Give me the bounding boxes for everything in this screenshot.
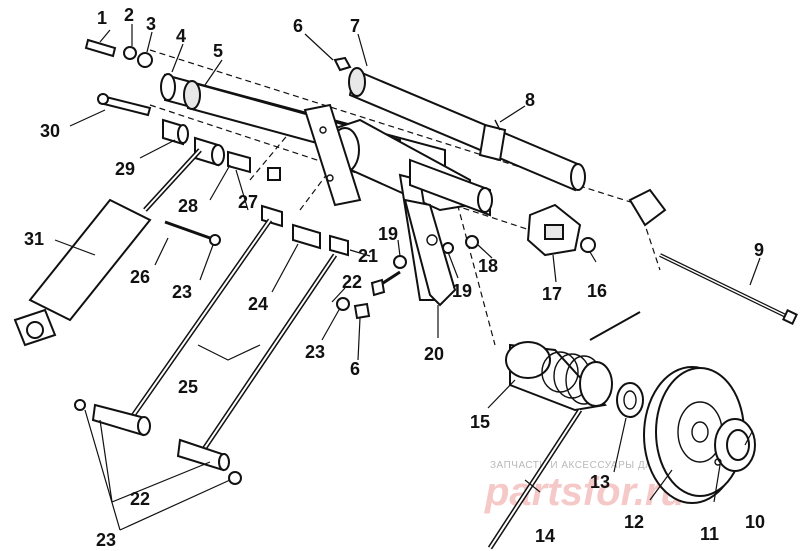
rod-part-14	[487, 408, 583, 550]
callout-18: 18	[478, 256, 498, 276]
callout-10: 10	[745, 512, 765, 532]
callout-27: 27	[238, 192, 258, 212]
callout-6-bottom: 6	[350, 359, 360, 379]
washer-part-13	[616, 382, 644, 418]
watermark-caption: ЗАПЧАСТИ И АКСЕССУАРЫ ДЛЯ МОТОТЕХНИКИ	[490, 460, 745, 471]
callout-17: 17	[542, 284, 562, 304]
callout-23-mid: 23	[305, 342, 325, 362]
callout-31: 31	[24, 229, 44, 249]
small-bolt-part-21	[336, 270, 401, 320]
callout-13: 13	[590, 472, 610, 492]
callout-30: 30	[40, 121, 60, 141]
callout-19-right: 19	[452, 281, 472, 301]
long-bolt-part-9	[659, 253, 798, 325]
callout-15: 15	[470, 412, 490, 432]
callout-25: 25	[178, 377, 198, 397]
bearing-part-10-11	[714, 418, 756, 472]
leader-lines	[54, 24, 761, 531]
callout-3: 3	[146, 14, 156, 34]
callout-24: 24	[248, 294, 268, 314]
callout-28: 28	[178, 196, 198, 216]
callout-26: 26	[130, 267, 150, 287]
bracket-part-20	[403, 198, 457, 307]
shock-absorber-part-31	[13, 148, 202, 347]
callout-20: 20	[424, 344, 444, 364]
callout-4: 4	[176, 26, 186, 46]
spring-part-15	[505, 311, 641, 412]
callout-23-left: 23	[172, 282, 192, 302]
callout-21: 21	[358, 246, 378, 266]
callout-11: 11	[700, 524, 719, 544]
block-part-17	[526, 203, 582, 257]
callout-14: 14	[535, 526, 555, 546]
callout-1: 1	[97, 8, 107, 28]
callout-29: 29	[115, 159, 135, 179]
callout-labels: 1 2 3 4 5 6 7 8 9 10 11 12 13 14 15 16 1…	[24, 5, 765, 550]
callout-19-left: 19	[378, 224, 398, 244]
link-rods-part-25	[74, 218, 338, 485]
bolt-part-26	[164, 220, 221, 246]
callout-9: 9	[754, 240, 764, 260]
callout-23-bottom: 23	[96, 530, 116, 550]
callout-22-mid: 22	[342, 272, 362, 292]
suspension-arm-frame	[303, 103, 493, 301]
callout-22-lower-a: 22	[130, 489, 150, 509]
callout-5: 5	[213, 41, 223, 61]
rear-cross-shaft-part-7	[348, 67, 586, 192]
right-end-bracket	[494, 119, 667, 227]
callout-8: 8	[525, 90, 535, 110]
callout-6-top: 6	[293, 16, 303, 36]
callout-16: 16	[587, 281, 607, 301]
callout-12: 12	[624, 512, 644, 532]
callout-7: 7	[350, 16, 360, 36]
callout-2: 2	[124, 5, 134, 25]
